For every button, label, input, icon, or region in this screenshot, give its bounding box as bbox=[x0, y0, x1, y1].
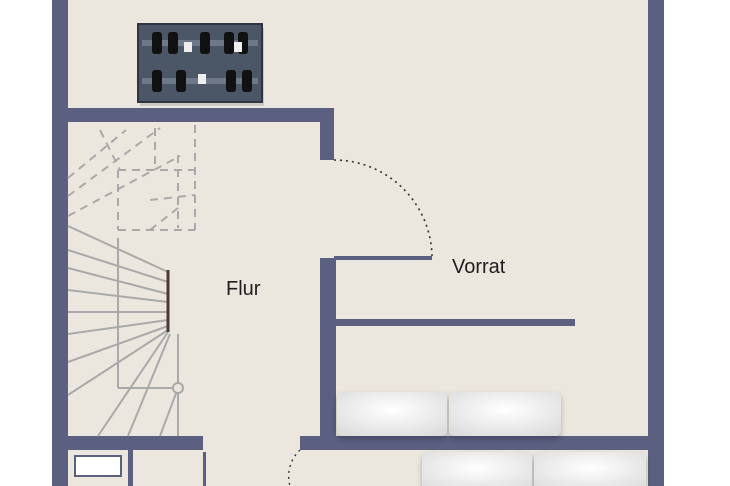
shelf-unit bbox=[449, 392, 561, 436]
shelf-unit bbox=[337, 392, 447, 436]
storage-shelves bbox=[337, 392, 646, 486]
wall-left-outer bbox=[52, 0, 68, 486]
dumbbell-rack-icon bbox=[137, 23, 264, 106]
walls bbox=[52, 0, 664, 486]
door-leaf-lower bbox=[203, 452, 206, 486]
room-label-flur: Flur bbox=[226, 278, 261, 300]
vent-opening bbox=[74, 455, 122, 477]
door-swing-vorrat bbox=[333, 159, 433, 259]
staircase-lower-solid bbox=[67, 225, 179, 437]
door-leaf-vorrat bbox=[334, 256, 432, 260]
stair-start-marker bbox=[172, 382, 184, 394]
shelf-unit bbox=[422, 452, 532, 486]
door-swing-lower bbox=[287, 449, 301, 486]
wall-corridor-top-stub bbox=[320, 108, 334, 160]
wall-lower-right bbox=[300, 436, 648, 450]
wall-upper-horizontal bbox=[52, 108, 334, 122]
wall-corridor-right bbox=[320, 258, 336, 450]
room-label-vorrat: Vorrat bbox=[452, 256, 506, 278]
wall-right-outer bbox=[648, 0, 664, 486]
wall-shelf-separator bbox=[336, 319, 575, 326]
shelf-unit bbox=[534, 452, 646, 486]
wall-lower-left bbox=[52, 436, 203, 450]
staircase-upper-dashed bbox=[67, 125, 196, 231]
wall-lower-partition bbox=[128, 450, 133, 486]
staircase bbox=[67, 125, 196, 437]
